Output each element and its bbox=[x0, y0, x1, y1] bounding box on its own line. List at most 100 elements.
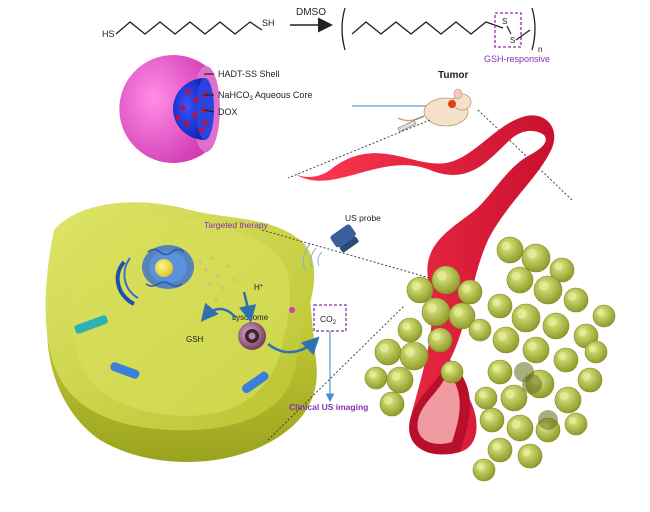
ultrasound-waves bbox=[302, 243, 323, 271]
tumor-cell-18 bbox=[563, 287, 589, 313]
tumor-cell-highlight bbox=[547, 317, 557, 327]
tumor-cell-highlight bbox=[492, 364, 501, 373]
tumor-cell-13 bbox=[496, 236, 524, 264]
tumor-cell-highlight bbox=[578, 328, 587, 337]
disulfide-bond bbox=[506, 25, 512, 35]
tumor-cell-3 bbox=[457, 279, 483, 305]
polymer-bracket-right bbox=[531, 7, 536, 51]
tumor-cell-highlight bbox=[527, 341, 537, 351]
tumor-cell-34 bbox=[564, 412, 588, 436]
reaction-scheme: HS SH DMSO S S n GSH-responsive bbox=[102, 7, 550, 64]
sulfur-lower: S bbox=[510, 36, 515, 45]
cancer-cell: Targeted therapy Lysosome H+ GSH bbox=[45, 202, 320, 463]
tumor-cell-highlight bbox=[558, 352, 567, 361]
proton-arrow bbox=[238, 291, 257, 323]
tumor-cell-highlight bbox=[404, 346, 415, 357]
tumor-cell-32 bbox=[506, 414, 534, 442]
co2-bubble-box: CO2 bbox=[313, 304, 347, 332]
gsh-arrow bbox=[200, 302, 237, 322]
mouse-tail bbox=[397, 115, 425, 122]
tumor-cell-highlight bbox=[568, 416, 577, 425]
tumor-cell-35 bbox=[487, 437, 513, 463]
tumor-cell-42 bbox=[474, 386, 498, 410]
polymer-chain-end bbox=[515, 29, 531, 41]
tumor-cell-10 bbox=[386, 366, 414, 394]
tumor-cell-highlight bbox=[526, 248, 537, 259]
tumor-label: Tumor bbox=[438, 70, 468, 81]
drug-pointer bbox=[204, 109, 215, 113]
tumor-cell-highlight bbox=[492, 298, 501, 307]
thiol-right-label: SH bbox=[262, 18, 275, 28]
vessel-tube bbox=[292, 115, 555, 455]
tumor-cell-highlight bbox=[497, 331, 507, 341]
tumor-cell-40 bbox=[468, 318, 492, 342]
nanoparticle-shell bbox=[119, 55, 206, 164]
co2-label: CO2 bbox=[320, 314, 337, 326]
lysosome bbox=[238, 322, 266, 350]
nanoparticle-schematic: HADT-SS Shell NaHCO3 Aqueous Core DOX bbox=[119, 55, 312, 164]
tumor-cell-highlight bbox=[368, 370, 377, 379]
dox-release-particles bbox=[198, 256, 236, 302]
tumor-cell-highlight bbox=[484, 412, 493, 421]
tumor-cell-highlight bbox=[462, 284, 471, 293]
solvent-label: DMSO bbox=[296, 7, 326, 18]
tumor-cell-highlight bbox=[588, 344, 597, 353]
tumor-cell-7 bbox=[374, 338, 402, 366]
tumor-cell-highlight bbox=[453, 307, 463, 317]
vessel-lumen bbox=[417, 372, 460, 444]
blood-vessel bbox=[292, 115, 555, 455]
tumor-cell-highlight bbox=[432, 332, 441, 341]
tumor-cell-9 bbox=[427, 327, 453, 353]
tumor-cell-17 bbox=[533, 275, 563, 305]
syringe-icon bbox=[397, 115, 425, 133]
sulfur-upper: S bbox=[502, 17, 507, 26]
drug-label: DOX bbox=[218, 107, 238, 117]
nucleolus bbox=[155, 259, 173, 277]
tumor-cell-highlight bbox=[379, 343, 389, 353]
tumor-cell-highlight bbox=[568, 292, 577, 301]
tumor-cell-highlight bbox=[511, 271, 521, 281]
tumor-cell-highlight bbox=[522, 448, 531, 457]
tumor-cell-highlight bbox=[476, 462, 485, 471]
dithiol-chain bbox=[115, 21, 263, 35]
targeted-therapy-label: Targeted therapy bbox=[204, 220, 269, 230]
apoptotic-cell-3 bbox=[514, 362, 534, 382]
tumor-cell-highlight bbox=[478, 390, 487, 399]
tumor-cell-23 bbox=[492, 326, 520, 354]
tumor-cell-2 bbox=[431, 265, 461, 295]
tumor-cell-16 bbox=[506, 266, 534, 294]
gsh-responsive-label: GSH-responsive bbox=[484, 54, 550, 64]
dox-particles bbox=[175, 89, 208, 133]
tumor-cell-highlight bbox=[411, 281, 421, 291]
shell-label: HADT-SS Shell bbox=[218, 69, 280, 79]
nucleus bbox=[142, 245, 194, 289]
ultrasound-probe: US probe bbox=[302, 213, 381, 271]
nanoparticle-core bbox=[173, 78, 205, 140]
tumor-cell-21 bbox=[542, 312, 570, 340]
tumor-cell-39 bbox=[584, 340, 608, 364]
mitochondrion-2 bbox=[110, 362, 140, 379]
tumor-cell-31 bbox=[479, 407, 505, 433]
tumor-cell-highlight bbox=[501, 241, 511, 251]
tumor-cell-24 bbox=[522, 336, 550, 364]
tumor-cell-highlight bbox=[538, 280, 549, 291]
tumor-cell-highlight bbox=[516, 308, 527, 319]
tumor-cell-6 bbox=[397, 317, 423, 343]
tumor-cell-highlight bbox=[492, 442, 501, 451]
gsh-label: GSH bbox=[186, 335, 204, 344]
tumor-cell-30 bbox=[500, 384, 528, 412]
tumor-cell-highlight bbox=[426, 302, 437, 313]
zoom-connector-left bbox=[287, 119, 431, 179]
polymer-bracket-left bbox=[341, 7, 346, 51]
clinical-imaging-label: Clinical US imaging bbox=[289, 402, 368, 412]
tumor-cell-8 bbox=[399, 341, 429, 371]
us-probe-label: US probe bbox=[345, 213, 381, 223]
tumor-mouse: Tumor bbox=[352, 70, 472, 133]
mouse-ear bbox=[453, 88, 463, 100]
core-label: NaHCO3 Aqueous Core bbox=[218, 90, 312, 102]
tumor-cell-20 bbox=[511, 303, 541, 333]
tumor-cell-11 bbox=[364, 366, 388, 390]
apoptotic-cell-2 bbox=[538, 410, 558, 430]
tumor-cell-highlight bbox=[472, 322, 481, 331]
